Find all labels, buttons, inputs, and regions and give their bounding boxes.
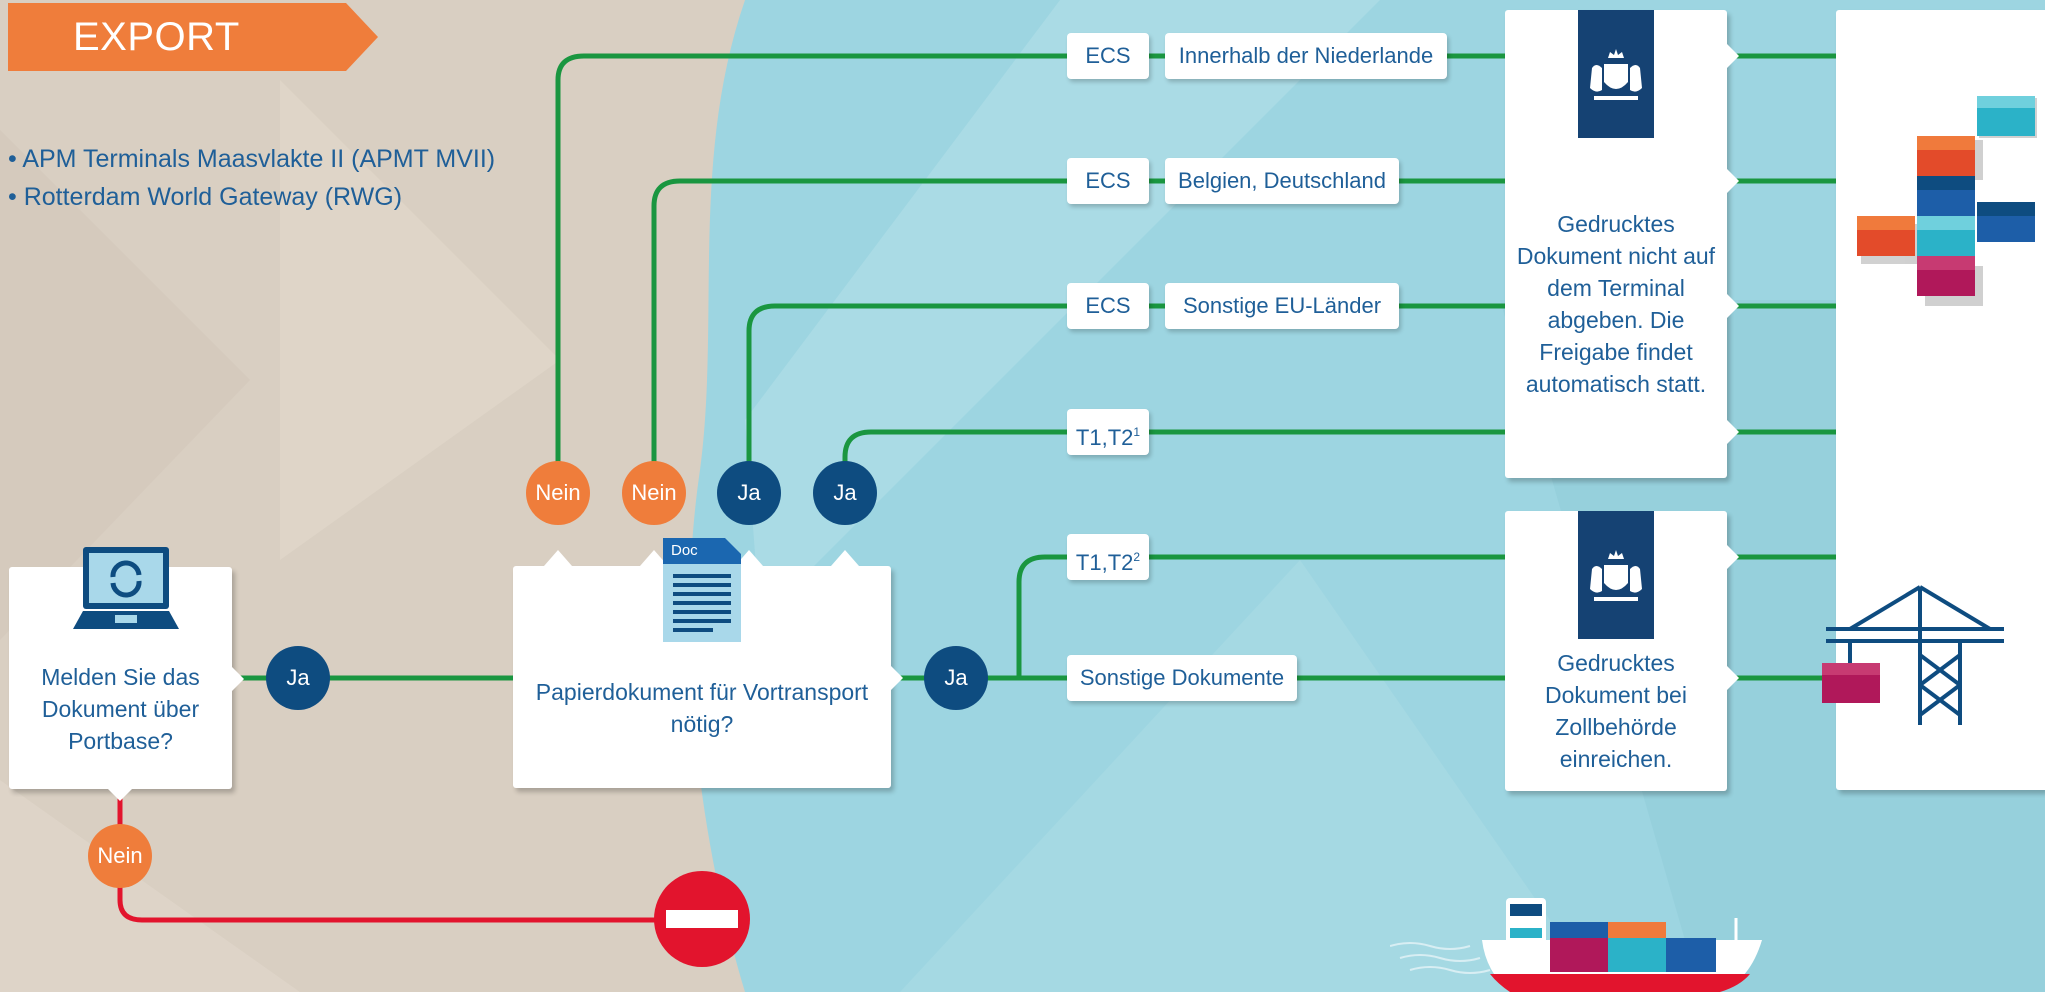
card-notch (1727, 666, 1739, 690)
submit-customs-text: Gedrucktes Dokument bei Zollbehörde einr… (1545, 650, 1687, 772)
answer-ja-portbase: Ja (266, 646, 330, 710)
crane-icon (1822, 585, 2004, 725)
route-ecs-label: ECS (1067, 283, 1149, 329)
card-notch (1727, 44, 1739, 68)
coat-of-arms-icon (1578, 10, 1654, 138)
card-notch (1727, 294, 1739, 318)
flow-lines (233, 53, 1845, 681)
terminal-list: • APM Terminals Maasvlakte II (APMT MVII… (8, 140, 495, 216)
portbase-question-card: Melden Sie das Dokument über Portbase? (9, 547, 232, 789)
route-t1t2-customs-label: T1,T22 (1067, 534, 1149, 580)
container-stack-icon (1857, 96, 2037, 306)
auto-release-text: Gedrucktes Dokument nicht auf dem Termin… (1516, 211, 1716, 397)
answer-ja-t1t2: Ja (813, 461, 877, 525)
no-entry-icon (654, 871, 750, 967)
card-notch (232, 667, 244, 691)
card-notch (891, 666, 903, 690)
document-icon-label: Doc (671, 542, 698, 559)
auto-release-card: Gedrucktes Dokument nicht auf dem Termin… (1505, 10, 1727, 478)
portbase-question-text: Melden Sie das Dokument über Portbase? (41, 664, 200, 754)
answer-nein-be-de: Nein (622, 461, 686, 525)
route-nl-label: Innerhalb der Niederlande (1165, 33, 1447, 79)
route-t1t2-transit-label: T1,T21 (1067, 409, 1149, 455)
card-notch (544, 550, 572, 566)
coat-of-arms-icon (1578, 511, 1654, 639)
route-ecs-label: ECS (1067, 158, 1149, 204)
ship-icon (1390, 898, 1762, 992)
answer-nein-nl: Nein (526, 461, 590, 525)
route-ecs-label: ECS (1067, 33, 1149, 79)
answer-ja-eu: Ja (717, 461, 781, 525)
card-notch (1727, 169, 1739, 193)
route-eu-label: Sonstige EU-Länder (1165, 283, 1399, 329)
card-notch (1727, 420, 1739, 444)
terminal-item: • Rotterdam World Gateway (RWG) (8, 183, 403, 211)
paper-question-card: Papierdokument für Vortransport nötig? (513, 566, 891, 788)
document-icon: Doc (663, 538, 741, 642)
route-be-de-label: Belgien, Deutschland (1165, 158, 1399, 204)
card-notch (735, 550, 763, 566)
terminal-item: • APM Terminals Maasvlakte II (APMT MVII… (8, 145, 496, 173)
card-notch (108, 789, 132, 801)
card-notch (640, 550, 668, 566)
route-other-docs-label: Sonstige Dokumente (1067, 655, 1297, 701)
paper-question-text: Papierdokument für Vortransport nötig? (535, 679, 869, 737)
submit-customs-card: Gedrucktes Dokument bei Zollbehörde einr… (1505, 511, 1727, 791)
card-notch (831, 550, 859, 566)
banner-title: EXPORT (73, 15, 240, 59)
banner-arrow-shape (8, 3, 378, 71)
answer-nein-portbase: Nein (88, 824, 152, 888)
answer-ja-paper: Ja (924, 646, 988, 710)
card-notch (1727, 545, 1739, 569)
laptop-icon (73, 547, 179, 629)
